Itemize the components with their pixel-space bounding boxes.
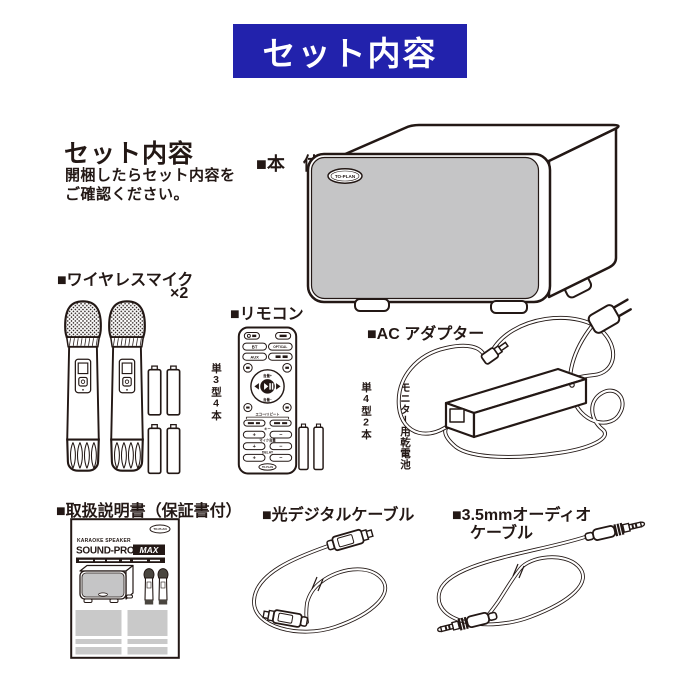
aa-battery xyxy=(147,423,162,475)
item-label-audio-cable: ■3.5mmオーディオ xyxy=(452,507,592,524)
dpad-left-arrow-icon xyxy=(254,383,259,390)
aa-battery xyxy=(147,365,162,416)
dpad-right-arrow-icon xyxy=(276,383,281,390)
speaker-logo-inner-ring xyxy=(330,170,360,182)
aaa-battery xyxy=(313,423,324,471)
speaker-logo-text: TO-PLAN xyxy=(335,174,356,179)
audio-cable-illustration xyxy=(437,521,646,633)
toslink-connector-bottom xyxy=(262,609,309,628)
microphone-illustration-1 xyxy=(61,294,105,478)
aaa-batteries-illustration xyxy=(298,423,324,471)
banner-title: セット内容 xyxy=(262,35,438,72)
remote-illustration: BT OPTICAL AUX 音量+ 音量− エコー/リピート xyxy=(237,326,298,475)
remote-aux-button xyxy=(242,352,267,361)
optical-cable-illustration xyxy=(252,528,388,634)
plus-label: + xyxy=(253,456,256,462)
dc-plug xyxy=(480,341,509,365)
plus-label: + xyxy=(253,433,256,439)
audio-cable-loop xyxy=(437,535,587,627)
remote-aux-label: AUX xyxy=(250,355,259,360)
remote-optical-label: OPTICAL xyxy=(273,345,287,349)
item-label-remote: ■リモコン xyxy=(230,306,304,323)
item-label-audio-cable-line2: ケーブル xyxy=(470,525,534,542)
manual-logo-badge xyxy=(149,524,171,534)
minus-label: − xyxy=(279,444,282,450)
set-contents-banner: セット内容 xyxy=(233,24,467,78)
intro-body: 開梱したらセット内容を ご確認ください。 xyxy=(65,166,236,204)
item-label-optical-cable: ■光デジタルケーブル xyxy=(262,507,415,524)
remote-optical-button xyxy=(268,342,293,351)
plus-label: + xyxy=(253,444,256,450)
manual-subtitle-dashes xyxy=(79,559,160,562)
dc-output-socket xyxy=(449,408,465,423)
item-label-main-unit: ■本 体 xyxy=(256,154,321,174)
manual-cover-microphones xyxy=(143,568,169,605)
minus-label: − xyxy=(279,455,282,461)
intro-heading: セット内容 xyxy=(64,140,195,168)
manual-subtitle-bar xyxy=(76,557,165,563)
remote-bt-button xyxy=(242,342,267,351)
remote-repeat-button xyxy=(269,419,292,427)
audio-plug-top xyxy=(584,521,646,541)
remote-echo-repeat-label: エコー/リピート xyxy=(255,412,279,417)
manual-title-badge xyxy=(133,544,165,555)
manual-cover-speaker xyxy=(79,564,134,603)
audio-plug-bottom xyxy=(437,611,498,633)
speaker-foot-center xyxy=(490,300,528,314)
manual-cover-illustration: TO-PLAN KARAOKE SPEAKER SOUND-PRO MAX xyxy=(70,518,180,659)
cable-twist-mark xyxy=(311,576,324,592)
remote-logo-text: TO-PLAN xyxy=(262,466,273,469)
toslink-connector-top xyxy=(326,528,374,552)
remote-delay-label: DELAY xyxy=(262,450,274,454)
remote-dpad: 音量+ 音量− xyxy=(250,369,285,404)
item-label-ac-adapter: ■AC アダプター xyxy=(367,326,485,343)
manual-category: KARAOKE SPEAKER xyxy=(77,538,131,544)
remote-logo-badge xyxy=(258,463,277,471)
manual-title: SOUND-PRO xyxy=(76,546,135,557)
speaker-foot-left xyxy=(354,298,390,312)
remote-volume-up-label: 音量+ xyxy=(263,373,272,378)
manual-logo-text: TO-PLAN xyxy=(153,527,166,531)
plug-prong xyxy=(616,308,632,319)
remote-top-buttons xyxy=(243,332,292,340)
speaker-illustration: TO-PLAN xyxy=(306,123,620,314)
remote-key-row: キー + − xyxy=(242,427,293,439)
aa-battery xyxy=(166,423,181,475)
item-label-manual: ■取扱説明書（保証書付） xyxy=(56,503,242,520)
remote-echo-button xyxy=(243,419,266,427)
mic-battery-note-line2: 単3型4本 xyxy=(210,363,222,421)
optical-cable-loop xyxy=(252,544,388,634)
wall-plug xyxy=(587,298,632,334)
play-icon xyxy=(264,382,269,390)
mute-icon xyxy=(279,334,287,338)
speaker-grille xyxy=(310,156,540,300)
ac-adapter-illustration xyxy=(396,298,632,459)
speaker-side-face xyxy=(547,127,618,299)
microphone-quantity: ×2 xyxy=(170,285,189,302)
microphone-illustration-2 xyxy=(105,294,149,478)
remote-bt-label: BT xyxy=(252,344,258,349)
aaa-battery xyxy=(298,423,309,471)
item-label-microphones: ■ワイヤレスマイク xyxy=(57,272,194,289)
minus-label: − xyxy=(279,432,282,438)
remote-micvol-label: マイク音量 xyxy=(259,438,276,443)
adapter-brick xyxy=(444,367,588,439)
aa-battery xyxy=(166,365,181,416)
remote-volume-down-label: 音量− xyxy=(263,397,272,402)
remote-micvol-row: マイク音量 + − xyxy=(242,438,293,451)
cable-twist-mark xyxy=(512,563,525,579)
intro-body-line1: 開梱したらセット内容を xyxy=(65,167,236,184)
intro-body-line2: ご確認ください。 xyxy=(65,186,190,203)
power-led xyxy=(569,382,575,388)
speaker-logo-badge xyxy=(327,168,363,184)
remote-battery-note-line2: 単4型2本 xyxy=(360,382,372,440)
power-icon xyxy=(246,333,251,338)
plug-prong xyxy=(611,298,629,310)
aa-batteries-illustration xyxy=(147,365,181,475)
manual-text-blocks xyxy=(75,610,168,655)
remote-key-label: キー xyxy=(264,427,271,431)
remote-delay-row: DELAY + − xyxy=(242,450,293,462)
manual-title-badge-text: MAX xyxy=(140,545,160,555)
